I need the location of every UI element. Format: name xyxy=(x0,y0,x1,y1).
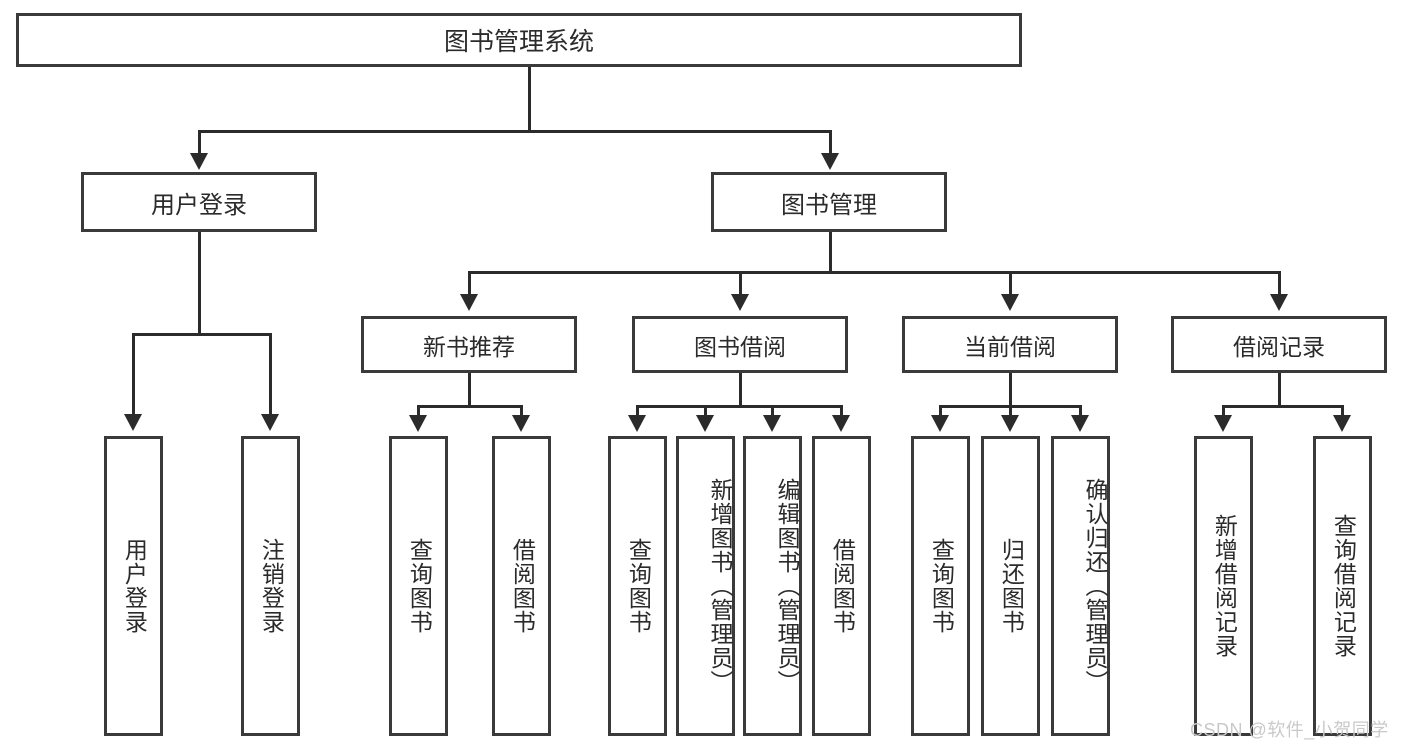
connector-record-c1 xyxy=(1222,405,1225,417)
arrow-bookborrow-to-query xyxy=(628,415,646,432)
node-book-management[interactable]: 图书管理 xyxy=(711,172,947,232)
node-new-book-recommend-label: 新书推荐 xyxy=(423,333,515,360)
connector-newbook-c2 xyxy=(520,405,523,417)
connector-bookborrow-c3 xyxy=(771,405,774,417)
connector-record-c2 xyxy=(1341,405,1344,417)
leaf-record-add-label: 新增借阅记录 xyxy=(1211,514,1238,658)
leaf-current-query-book[interactable]: 查询图书 xyxy=(911,436,970,736)
leaf-borrow-lend-book[interactable]: 借阅图书 xyxy=(812,436,871,736)
node-book-borrow-label: 图书借阅 xyxy=(694,333,786,360)
arrow-current-to-confirm xyxy=(1071,415,1089,432)
leaf-newbook-query-book-label: 查询图书 xyxy=(406,538,433,634)
connector-bookmgmt-bar xyxy=(468,271,1280,274)
connector-current-c1 xyxy=(939,405,942,417)
connector-root-stem xyxy=(528,67,531,130)
connector-bookmgmt-c2 xyxy=(739,271,742,296)
connector-root-bar xyxy=(198,130,832,133)
arrow-bookborrow-to-lend xyxy=(832,415,850,432)
leaf-current-return-book[interactable]: 归还图书 xyxy=(981,436,1040,736)
arrow-newbook-to-query xyxy=(409,415,427,432)
connector-bookborrow-stem xyxy=(739,373,742,405)
leaf-newbook-borrow-book-label: 借阅图书 xyxy=(509,538,536,634)
leaf-user-login[interactable]: 用户登录 xyxy=(104,436,163,736)
connector-bookborrow-c4 xyxy=(840,405,843,417)
arrow-bookborrow-to-add xyxy=(696,415,714,432)
node-book-management-label: 图书管理 xyxy=(781,191,877,219)
connector-record-bar xyxy=(1222,405,1344,408)
leaf-record-query[interactable]: 查询借阅记录 xyxy=(1313,436,1372,736)
leaf-borrow-query-book[interactable]: 查询图书 xyxy=(608,436,667,736)
node-root-label: 图书管理系统 xyxy=(443,28,594,56)
connector-newbook-stem xyxy=(468,373,471,405)
node-user-login[interactable]: 用户登录 xyxy=(81,172,317,232)
connector-bookborrow-c2 xyxy=(704,405,707,417)
leaf-logout-label: 注销登录 xyxy=(258,538,285,634)
arrow-current-to-return xyxy=(1001,415,1019,432)
arrow-login-to-logout xyxy=(261,414,279,431)
connector-bookmgmt-stem xyxy=(829,232,832,273)
leaf-borrow-query-book-label: 查询图书 xyxy=(625,538,652,634)
connector-current-c2 xyxy=(1009,405,1012,417)
arrow-root-to-bookmgmt xyxy=(821,153,839,170)
connector-login-stem xyxy=(198,232,201,333)
leaf-newbook-query-book[interactable]: 查询图书 xyxy=(389,436,448,736)
connector-bookborrow-bar xyxy=(636,405,843,408)
arrow-login-to-user-login xyxy=(124,414,142,431)
arrow-bookborrow-to-edit xyxy=(763,415,781,432)
leaf-borrow-edit-book-label: 编辑图书（管理员） xyxy=(774,478,800,694)
leaf-logout[interactable]: 注销登录 xyxy=(241,436,300,736)
connector-bookborrow-c1 xyxy=(636,405,639,417)
node-book-borrow[interactable]: 图书借阅 xyxy=(632,316,848,373)
arrow-bookmgmt-to-current xyxy=(1001,294,1019,311)
arrow-bookmgmt-to-record xyxy=(1270,294,1288,311)
connector-newbook-bar xyxy=(417,405,523,408)
connector-current-c3 xyxy=(1079,405,1082,417)
leaf-borrow-lend-book-label: 借阅图书 xyxy=(829,538,856,634)
connector-current-stem xyxy=(1009,373,1012,405)
leaf-borrow-add-book[interactable]: 新增图书（管理员） xyxy=(676,436,735,736)
connector-root-to-login xyxy=(198,130,201,155)
connector-bookmgmt-c4 xyxy=(1278,271,1281,296)
leaf-current-confirm-return-label: 确认归还（管理员） xyxy=(1082,478,1108,694)
arrow-record-to-query xyxy=(1333,415,1351,432)
connector-login-left xyxy=(132,333,135,416)
arrow-current-to-query xyxy=(931,415,949,432)
csdn-watermark: CSDN @软件_小贺同学 xyxy=(1190,720,1389,740)
leaf-user-login-label: 用户登录 xyxy=(121,538,148,634)
connector-login-bar xyxy=(132,333,272,336)
arrow-record-to-add xyxy=(1214,415,1232,432)
leaf-current-query-book-label: 查询图书 xyxy=(928,538,955,634)
leaf-current-confirm-return[interactable]: 确认归还（管理员） xyxy=(1051,436,1110,736)
connector-bookmgmt-c1 xyxy=(468,271,471,296)
node-borrow-record-label: 借阅记录 xyxy=(1233,333,1325,360)
leaf-current-return-book-label: 归还图书 xyxy=(998,538,1025,634)
connector-bookmgmt-c3 xyxy=(1009,271,1012,296)
connector-login-right xyxy=(269,333,272,416)
node-new-book-recommend[interactable]: 新书推荐 xyxy=(361,316,577,373)
node-current-borrow[interactable]: 当前借阅 xyxy=(902,316,1118,373)
node-current-borrow-label: 当前借阅 xyxy=(964,333,1056,360)
connector-newbook-c1 xyxy=(417,405,420,417)
node-user-login-label: 用户登录 xyxy=(151,191,247,219)
arrow-bookmgmt-to-borrow xyxy=(731,294,749,311)
arrow-bookmgmt-to-new-book xyxy=(460,294,478,311)
leaf-borrow-add-book-label: 新增图书（管理员） xyxy=(707,478,733,694)
leaf-borrow-edit-book[interactable]: 编辑图书（管理员） xyxy=(743,436,802,736)
leaf-record-add[interactable]: 新增借阅记录 xyxy=(1194,436,1253,736)
arrow-root-to-login xyxy=(190,153,208,170)
connector-root-to-bookmgmt xyxy=(829,130,832,155)
arrow-newbook-to-borrow xyxy=(512,415,530,432)
node-borrow-record[interactable]: 借阅记录 xyxy=(1171,316,1387,373)
leaf-record-query-label: 查询借阅记录 xyxy=(1330,514,1357,658)
node-root[interactable]: 图书管理系统 xyxy=(16,13,1022,67)
connector-record-stem xyxy=(1278,373,1281,405)
leaf-newbook-borrow-book[interactable]: 借阅图书 xyxy=(492,436,551,736)
